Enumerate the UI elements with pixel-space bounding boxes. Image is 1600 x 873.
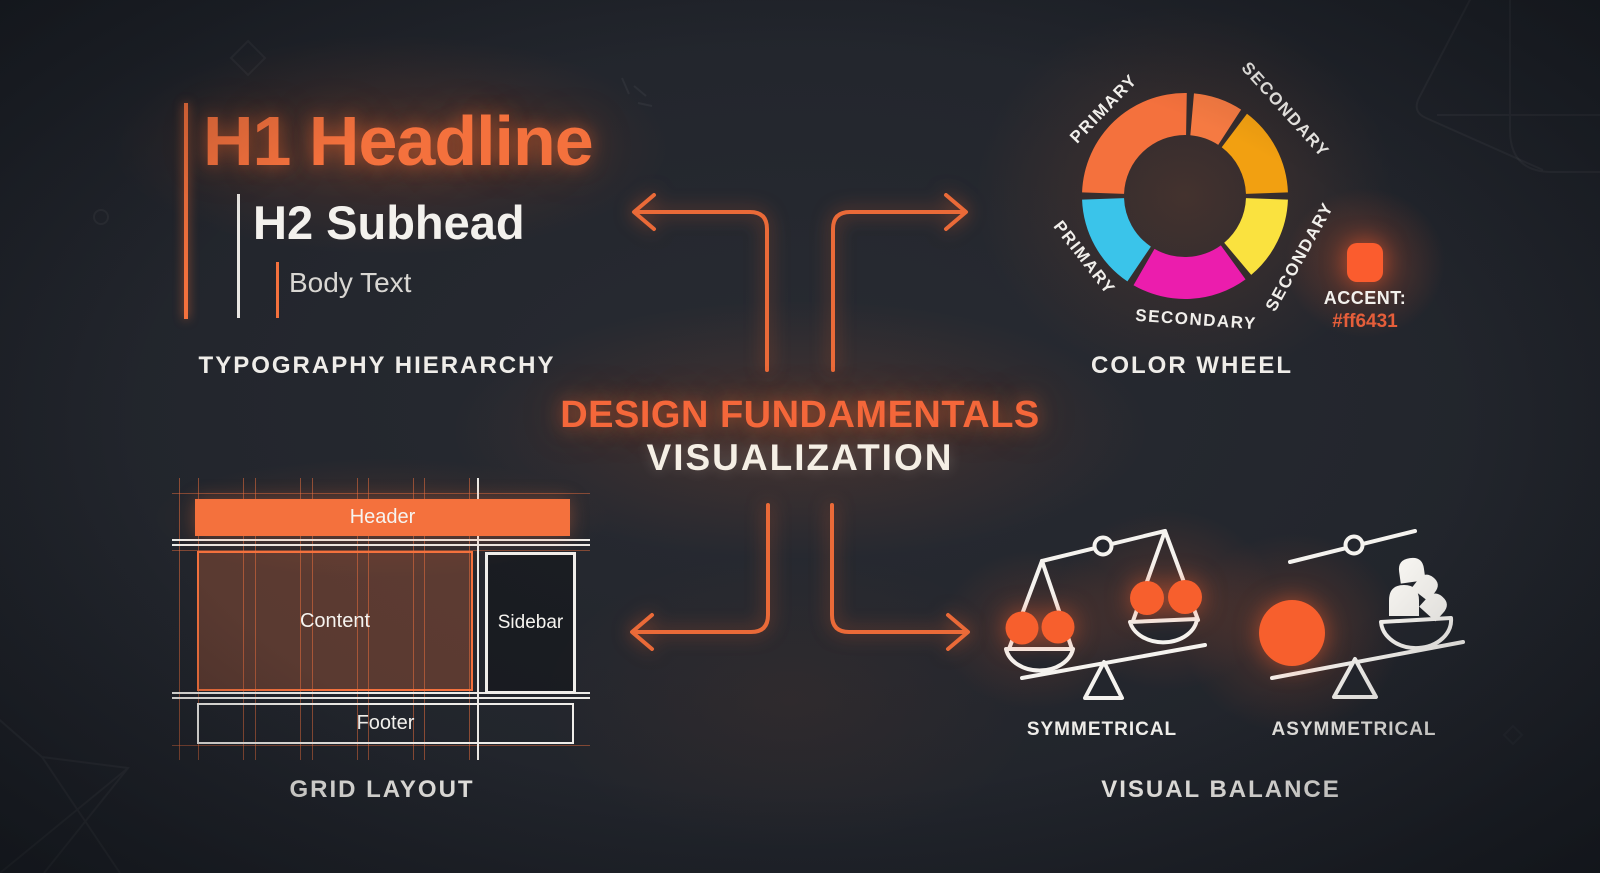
asym-stones xyxy=(1389,557,1447,622)
arrow-top-right-head xyxy=(944,193,968,231)
grid-content-label: Content xyxy=(299,609,371,632)
sym-ball-4 xyxy=(1168,580,1202,614)
arrow-bottom-right xyxy=(830,503,968,634)
grid-hline-white-1 xyxy=(172,539,590,541)
wheel-label-secondary-bottom: SECONDARY xyxy=(1134,305,1258,334)
h2-accent-bar xyxy=(237,194,240,318)
sym-plank xyxy=(1020,643,1207,680)
decor-circle xyxy=(93,209,109,225)
grid-guide-vline-1 xyxy=(179,478,180,760)
arrow-top-left-head xyxy=(632,193,656,231)
grid-header-box: Header xyxy=(195,499,570,536)
arrow-bottom-right-head xyxy=(946,613,970,651)
glow-bottom-warm xyxy=(540,550,1040,850)
visual-balance-caption: VISUAL BALANCE xyxy=(1101,776,1341,803)
h1-accent-bar xyxy=(184,103,188,319)
symmetrical-scale xyxy=(1004,529,1207,700)
asym-top-beam xyxy=(1288,529,1417,564)
stone-1 xyxy=(1398,557,1426,584)
asym-top-circle xyxy=(1343,534,1365,556)
accent-label: ACCENT: xyxy=(1323,288,1407,308)
body-accent-bar xyxy=(276,262,279,318)
grid-hline-white-4 xyxy=(172,697,590,699)
glow-balls-right xyxy=(1056,510,1276,690)
body-text: Body Text xyxy=(289,267,412,298)
color-wheel-donut xyxy=(1082,92,1288,299)
grid-content-box: Content xyxy=(197,551,473,691)
center-title-line2: VISUALIZATION xyxy=(646,437,954,478)
sym-right-pan xyxy=(1128,617,1199,645)
asym-fulcrum-triangle xyxy=(1332,657,1378,699)
h2-subhead: H2 Subhead xyxy=(253,196,525,249)
sym-pivot-circle xyxy=(1092,535,1114,557)
decor-wireframe-topright-1 xyxy=(1415,0,1544,171)
wheel-segment-secondary-amber xyxy=(1221,113,1288,194)
wheel-label-primary-left: PRIMARY xyxy=(1049,217,1120,299)
grid-footer-box: Footer xyxy=(197,703,574,744)
glow-asym-circle xyxy=(1182,533,1402,733)
sym-left-pan xyxy=(1004,647,1075,673)
decor-wireframe-bottomleft xyxy=(0,718,130,873)
grid-hline-orange-1 xyxy=(172,493,590,494)
arrow-bottom-left-head xyxy=(630,613,654,651)
sym-ball-1 xyxy=(1005,611,1039,645)
wheel-segment-orange-slice xyxy=(1190,93,1242,145)
grid-sidebar-box: Sidebar xyxy=(485,552,576,694)
stone-3 xyxy=(1389,585,1419,616)
wheel-label-primary-top: PRIMARY xyxy=(1066,70,1142,147)
decor-wireframe-topright-2 xyxy=(1437,0,1600,173)
arrow-top-left xyxy=(634,210,769,372)
asym-big-circle xyxy=(1259,600,1325,666)
arrow-bottom-left xyxy=(632,503,770,634)
wheel-segment-secondary-yellow xyxy=(1224,198,1288,275)
sym-left-strings xyxy=(1007,559,1074,651)
grid-header-label: Header xyxy=(349,506,416,528)
grid-caption: GRID LAYOUT xyxy=(289,776,475,803)
wheel-segment-secondary-magenta xyxy=(1133,245,1246,299)
accent-hex: #ff6431 xyxy=(1332,311,1398,332)
center-title-line1: DESIGN FUNDAMENTALS xyxy=(560,394,1040,436)
asymmetrical-label: ASYMMETRICAL xyxy=(1271,719,1437,740)
accent-swatch xyxy=(1347,243,1383,282)
stone-4 xyxy=(1419,593,1447,622)
color-wheel-caption: COLOR WHEEL xyxy=(1091,352,1293,379)
sym-right-strings xyxy=(1131,529,1200,623)
asym-plank xyxy=(1270,640,1465,680)
symmetrical-label: SYMMETRICAL xyxy=(1026,719,1178,740)
grid-hline-orange-3 xyxy=(172,745,590,746)
grid-footer-label: Footer xyxy=(356,712,415,734)
asymmetrical-seesaw xyxy=(1259,529,1465,699)
grid-sidebar-label: Sidebar xyxy=(497,612,564,633)
sym-beam xyxy=(1040,529,1167,563)
decor-diamond-topleft xyxy=(229,39,267,77)
sym-ball-3 xyxy=(1130,581,1164,615)
asym-bowl xyxy=(1379,616,1454,651)
typography-caption: TYPOGRAPHY HIERARCHY xyxy=(198,352,556,379)
arrow-top-right xyxy=(831,210,966,372)
sym-fulcrum-triangle xyxy=(1083,660,1124,700)
glow-balls-left xyxy=(938,550,1138,710)
sym-ball-2 xyxy=(1041,610,1075,644)
decor-diamond-bottomright xyxy=(1504,726,1522,744)
grid-hline-white-2 xyxy=(172,544,590,546)
h1-headline: H1 Headline xyxy=(203,102,594,180)
decor-sparkle xyxy=(621,77,653,107)
wheel-label-secondary-topright: SECONDARY xyxy=(1237,58,1334,162)
stone-2 xyxy=(1411,574,1438,602)
